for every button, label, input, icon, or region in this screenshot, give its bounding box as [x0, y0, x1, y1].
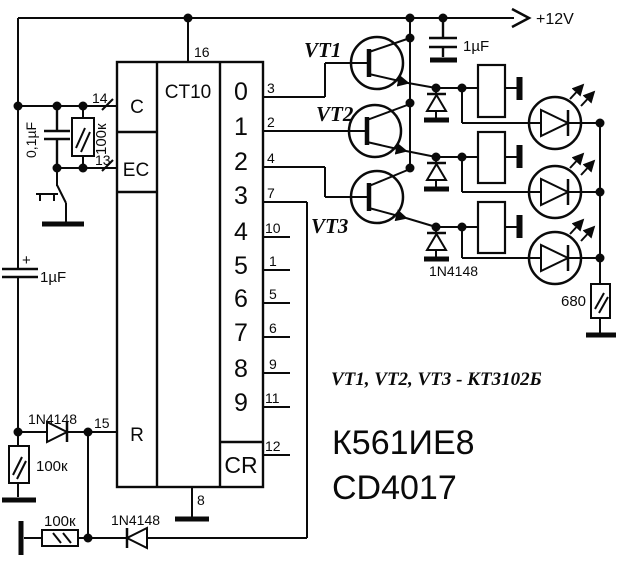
ic-part-number-intl: CD4017: [332, 469, 457, 507]
reset-capacitor: [2, 267, 38, 279]
pin-number-vdd: 16: [194, 44, 210, 60]
ic-output-digit: 5: [234, 252, 248, 280]
ic-output-digit: 4: [234, 218, 248, 246]
ic-output-digit: 7: [234, 319, 248, 347]
flyback-diode-part: 1N4148: [429, 263, 478, 279]
pin-number: 11: [265, 390, 280, 406]
osc-resistor: [71, 106, 95, 168]
pin-number-c: 14: [92, 90, 108, 106]
pin-number: 4: [267, 150, 275, 166]
wires: [17, 7, 601, 539]
pin-number-gnd: 8: [197, 492, 205, 508]
ic-output-digit: 9: [234, 389, 248, 417]
ic-carry-label: CR: [224, 452, 257, 478]
ic-output-digit: 6: [234, 285, 248, 313]
ic-input-r-label: R: [130, 425, 144, 446]
led-resistor-value: 680: [561, 293, 586, 310]
timing-capacitor: [44, 106, 70, 168]
ic-output-digit: 3: [234, 182, 248, 210]
pin-number: 1: [269, 253, 277, 269]
ic-counter-symbol: [115, 60, 265, 489]
transistor-vt2: [347, 103, 437, 159]
transistor-vt3: [349, 168, 437, 228]
ic-part-number-ru: К561ИЕ8: [332, 424, 475, 462]
flyback-diode-2: [424, 157, 449, 192]
transistor-vt2-label: VT2: [316, 102, 354, 126]
ic-output-digit: 8: [234, 355, 248, 383]
filter-capacitor: [429, 18, 457, 63]
timing-capacitor-value: 0,1µF: [23, 122, 39, 158]
feedback-diode-part: 1N4148: [111, 512, 160, 528]
relay-1: [476, 63, 523, 119]
pin-number: 10: [265, 220, 281, 236]
supply-rail-label: +12V: [536, 11, 574, 28]
ic-input-c-label: C: [130, 97, 144, 118]
reset-diode-part: 1N4148: [28, 411, 77, 427]
transistor-vt1: [349, 35, 437, 91]
pin-number: 2: [267, 114, 275, 130]
reset-pulldown-resistor: [2, 432, 36, 503]
filter-capacitor-value: 1µF: [463, 38, 489, 55]
ic-function-label: CT10: [165, 82, 211, 103]
led-resistor: [586, 283, 616, 338]
pin-number: 5: [269, 286, 277, 302]
transistor-type-note: VT1, VT2, VT3 - КТ3102Б: [331, 369, 542, 390]
pin-number: 6: [269, 320, 277, 336]
reset-diode: [46, 420, 70, 444]
transistor-vt3-label: VT3: [311, 214, 348, 238]
reset-capacitor-value: 1µF: [40, 269, 66, 286]
led-3: [527, 218, 600, 286]
flyback-diode-1: [424, 88, 449, 123]
ic-output-digit: 1: [234, 113, 248, 141]
led-2: [527, 152, 600, 220]
flyback-diode-3: [424, 227, 449, 262]
ic-output-digit: 0: [234, 78, 248, 106]
transistor-vt1-label: VT1: [304, 38, 341, 62]
pin-number-ec: 13: [95, 152, 111, 168]
led-1: [527, 83, 600, 151]
relay-2: [476, 130, 523, 185]
ic-output-digit: 2: [234, 148, 248, 176]
ic-input-ec-label: EC: [123, 160, 149, 181]
osc-resistor-value: 100к: [93, 123, 110, 155]
pin-number: 7: [267, 185, 275, 201]
pin-number: 3: [267, 80, 275, 96]
pin-number-r: 15: [94, 415, 110, 431]
relay-3: [476, 200, 523, 255]
junction-dots: [13, 13, 605, 543]
pin-number: 9: [269, 356, 277, 372]
pushbutton-switch: [36, 168, 84, 227]
reset-pulldown-value: 100к: [36, 458, 68, 475]
feedback-resistor: [41, 529, 79, 547]
pin-number: 12: [265, 438, 281, 454]
feedback-diode: [124, 526, 148, 550]
reset-capacitor-polarity: +: [22, 252, 31, 269]
feedback-resistor-value: 100к: [44, 513, 76, 530]
